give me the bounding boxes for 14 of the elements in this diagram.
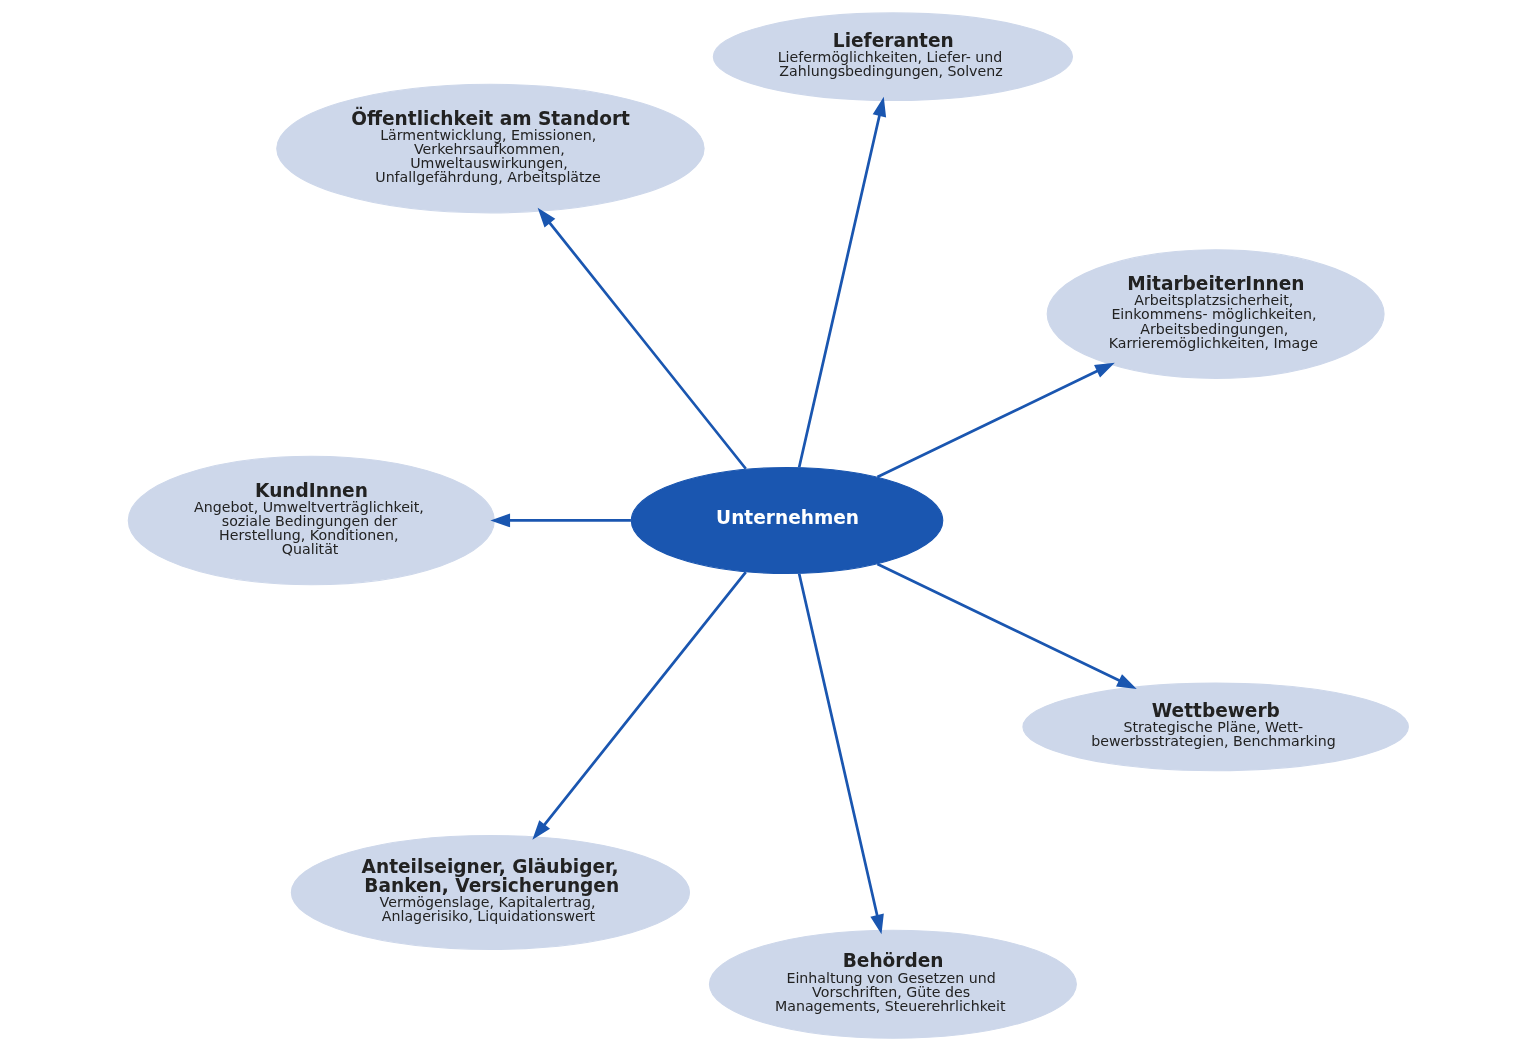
arrow	[797, 96, 886, 468]
arrow	[531, 571, 747, 840]
arrow	[876, 562, 1137, 689]
node-ellipse: Lieferanten Liefermöglichkeiten, Liefer- und Zahlungsbedingungen, Solvenz	[712, 12, 1073, 101]
node-ellipse: Anteilseigner, Gläubiger, Banken, Versicherungen Vermögenslage, Kapitalertrag, Anlagerisiko, Liquidationswert	[290, 834, 690, 950]
node-ellipse: Unternehmen	[630, 466, 943, 575]
node-ellipse: Öffentlichkeit am Standort Lärmentwicklung, Emissionen, Verkehrsaufkommen, Umweltauswirkungen, Unfallgefährdung, Arbeitsplätze	[275, 83, 705, 214]
arrow	[876, 362, 1115, 479]
node-ellipse: KundInnen Angebot, Umweltverträglichkeit, soziale Bedingungen der Herstellung, Konditionen, Qualität	[127, 455, 495, 586]
arrow	[537, 207, 747, 470]
node-ellipse: Behörden Einhaltung von Gesetzen und Vorschriften, Güte des Managements, Steuerehrlichkeit	[708, 929, 1077, 1039]
arrow	[797, 573, 884, 935]
arrow	[489, 513, 631, 528]
node-ellipse: Wettbewerb Strategische Pläne, Wett- bewerbsstrategien, Benchmarking	[1021, 682, 1409, 772]
